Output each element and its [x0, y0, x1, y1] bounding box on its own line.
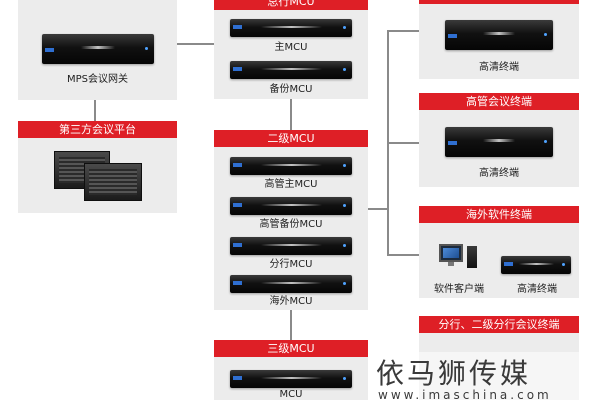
watermark-text: 依马狮传媒 [376, 357, 532, 390]
exec-backup-mcu-label: 高管备份MCU [259, 219, 323, 230]
branch-mcu-label: 分行MCU [269, 259, 313, 270]
overseas-terminal-header: 海外软件终端 [419, 206, 579, 223]
top-terminal-panel: 高清终端 [419, 0, 579, 79]
main-mcu-device-icon [230, 19, 352, 37]
main-mcu-label: 主MCU [274, 42, 308, 53]
watermark-backdrop [372, 352, 600, 400]
gateway-label: MPS会议网关 [66, 74, 128, 85]
exec-main-mcu-device-icon [230, 157, 352, 175]
overseas-hd-terminal-device-icon [501, 256, 571, 274]
server-rack-icon [54, 151, 146, 201]
gateway-panel: MPS会议网关 [18, 0, 177, 100]
exec-backup-mcu-device-icon [230, 197, 352, 215]
top-terminal-header [419, 0, 579, 4]
branch-mcu-device-icon [230, 237, 352, 255]
connector-level2-bus [368, 208, 388, 210]
level2-mcu-header: 二级MCU [214, 130, 368, 147]
connector-level2-level3 [290, 310, 292, 340]
software-client-label: 软件客户端 [434, 284, 484, 295]
third-party-panel: 第三方会议平台 [18, 121, 177, 213]
top-mcu-header: 总行MCU [214, 0, 368, 10]
connector-topmcu-level2 [290, 99, 292, 130]
exec-terminal-header: 高管会议终端 [419, 93, 579, 110]
overseas-terminal-panel: 海外软件终端 软件客户端 高清终端 [419, 206, 579, 298]
exec-main-mcu-label: 高管主MCU [264, 179, 318, 190]
top-hd-terminal-label: 高清终端 [479, 62, 519, 73]
top-mcu-panel: 总行MCU 主MCU 备份MCU [214, 0, 368, 99]
exec-hd-terminal-label: 高清终端 [479, 168, 519, 179]
gateway-device-icon [42, 34, 154, 64]
connector-gateway-thirdparty [94, 100, 96, 121]
connector-bus-top-terminal [387, 30, 419, 32]
software-client-pc-icon [439, 244, 479, 270]
backup-mcu-device-icon [230, 61, 352, 79]
connector-bus-exec-terminal [387, 142, 419, 144]
exec-hd-terminal-device-icon [445, 127, 553, 157]
overseas-mcu-device-icon [230, 275, 352, 293]
exec-terminal-panel: 高管会议终端 高清终端 [419, 93, 579, 187]
backup-mcu-label: 备份MCU [269, 84, 313, 95]
overseas-mcu-label: 海外MCU [269, 296, 313, 307]
level3-mcu-device-icon [230, 370, 352, 388]
level2-mcu-panel: 二级MCU 高管主MCU 高管备份MCU 分行MCU 海外MCU [214, 130, 368, 310]
connector-gateway-topmcu [177, 43, 214, 45]
third-party-header: 第三方会议平台 [18, 121, 177, 138]
level3-mcu-label: MCU [279, 389, 303, 400]
level3-mcu-header: 三级MCU [214, 340, 368, 357]
branch-terminal-header: 分行、二级分行会议终端 [419, 316, 579, 333]
top-hd-terminal-device-icon [445, 20, 553, 50]
watermark-url: www.imaschina.com [378, 388, 552, 400]
overseas-hd-terminal-label: 高清终端 [517, 284, 557, 295]
connector-bus-overseas-terminal [387, 254, 419, 256]
level3-mcu-panel: 三级MCU MCU [214, 340, 368, 400]
